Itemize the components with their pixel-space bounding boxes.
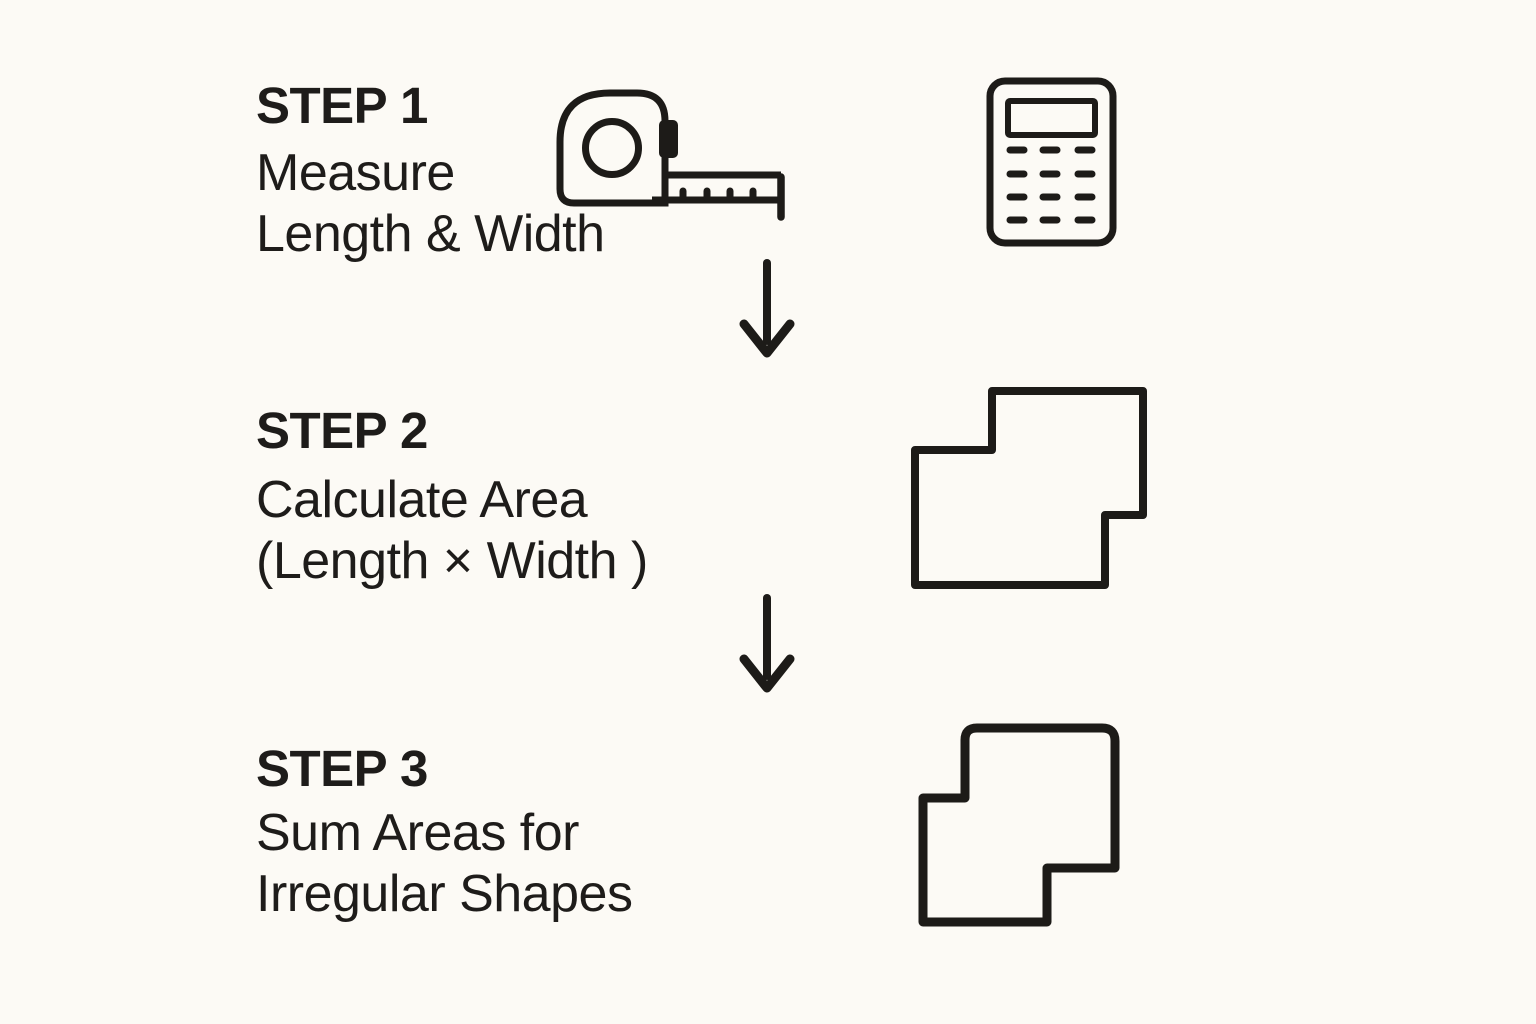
irregular-shape-icon (911, 387, 1147, 589)
step-2-title: STEP 2 (256, 402, 428, 459)
step-2-line-1: Calculate Area (256, 471, 588, 529)
step-3-title: STEP 3 (256, 740, 428, 797)
step-1-line-2: Length & Width (256, 205, 605, 263)
tape-measure-icon (556, 89, 785, 221)
step-1-title: STEP 1 (256, 77, 428, 134)
down-arrow-icon (739, 259, 795, 358)
step-3-line-2: Irregular Shapes (256, 865, 633, 923)
calculator-icon (986, 77, 1117, 247)
down-arrow-icon (739, 594, 795, 693)
step-3-line-1: Sum Areas for (256, 804, 579, 862)
irregular-shape-icon (918, 723, 1120, 927)
step-2-line-2: (Length × Width ) (256, 532, 648, 590)
step-1-line-1: Measure (256, 144, 455, 202)
step-1-description: Measure Length & Width (256, 143, 605, 265)
step-3-description: Sum Areas for Irregular Shapes (256, 803, 633, 925)
step-2-description: Calculate Area (Length × Width ) (256, 470, 648, 592)
